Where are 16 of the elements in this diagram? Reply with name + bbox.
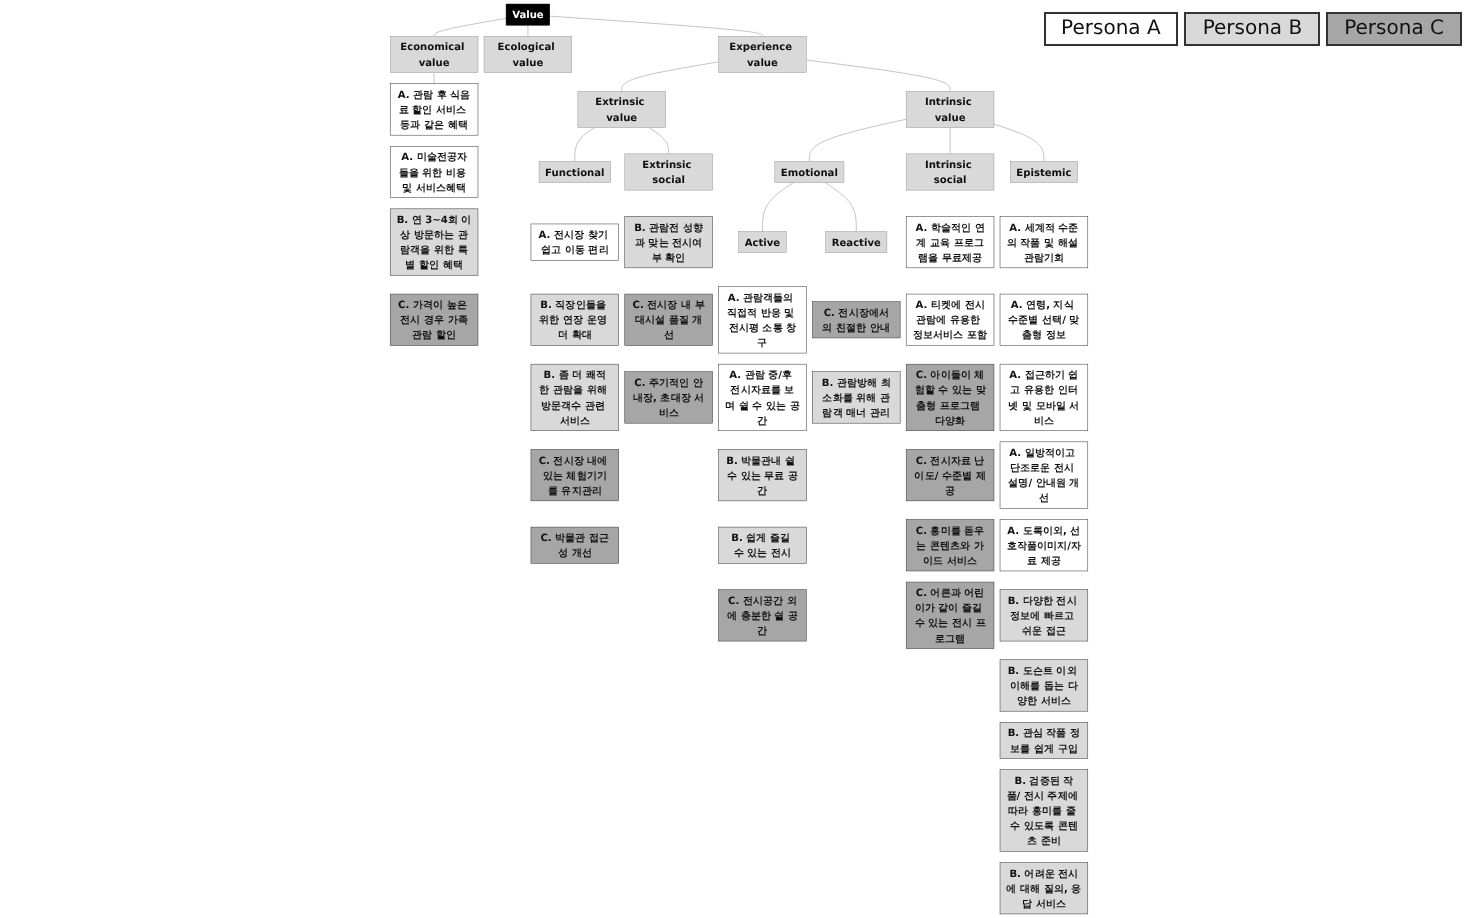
connector <box>762 182 794 232</box>
connector <box>648 127 669 155</box>
connector <box>949 127 951 155</box>
connector <box>805 59 951 92</box>
connector <box>433 72 435 85</box>
connector <box>621 61 719 92</box>
legend-swatch: Persona A <box>1043 12 1179 46</box>
legend-swatch: Persona B <box>1184 12 1321 46</box>
connector <box>527 24 529 37</box>
connector <box>574 127 595 162</box>
connector <box>433 18 507 37</box>
connector <box>824 182 857 232</box>
legend-swatch: Persona C <box>1326 12 1462 46</box>
connector <box>809 118 907 162</box>
connector <box>993 123 1045 162</box>
connector <box>549 15 763 37</box>
